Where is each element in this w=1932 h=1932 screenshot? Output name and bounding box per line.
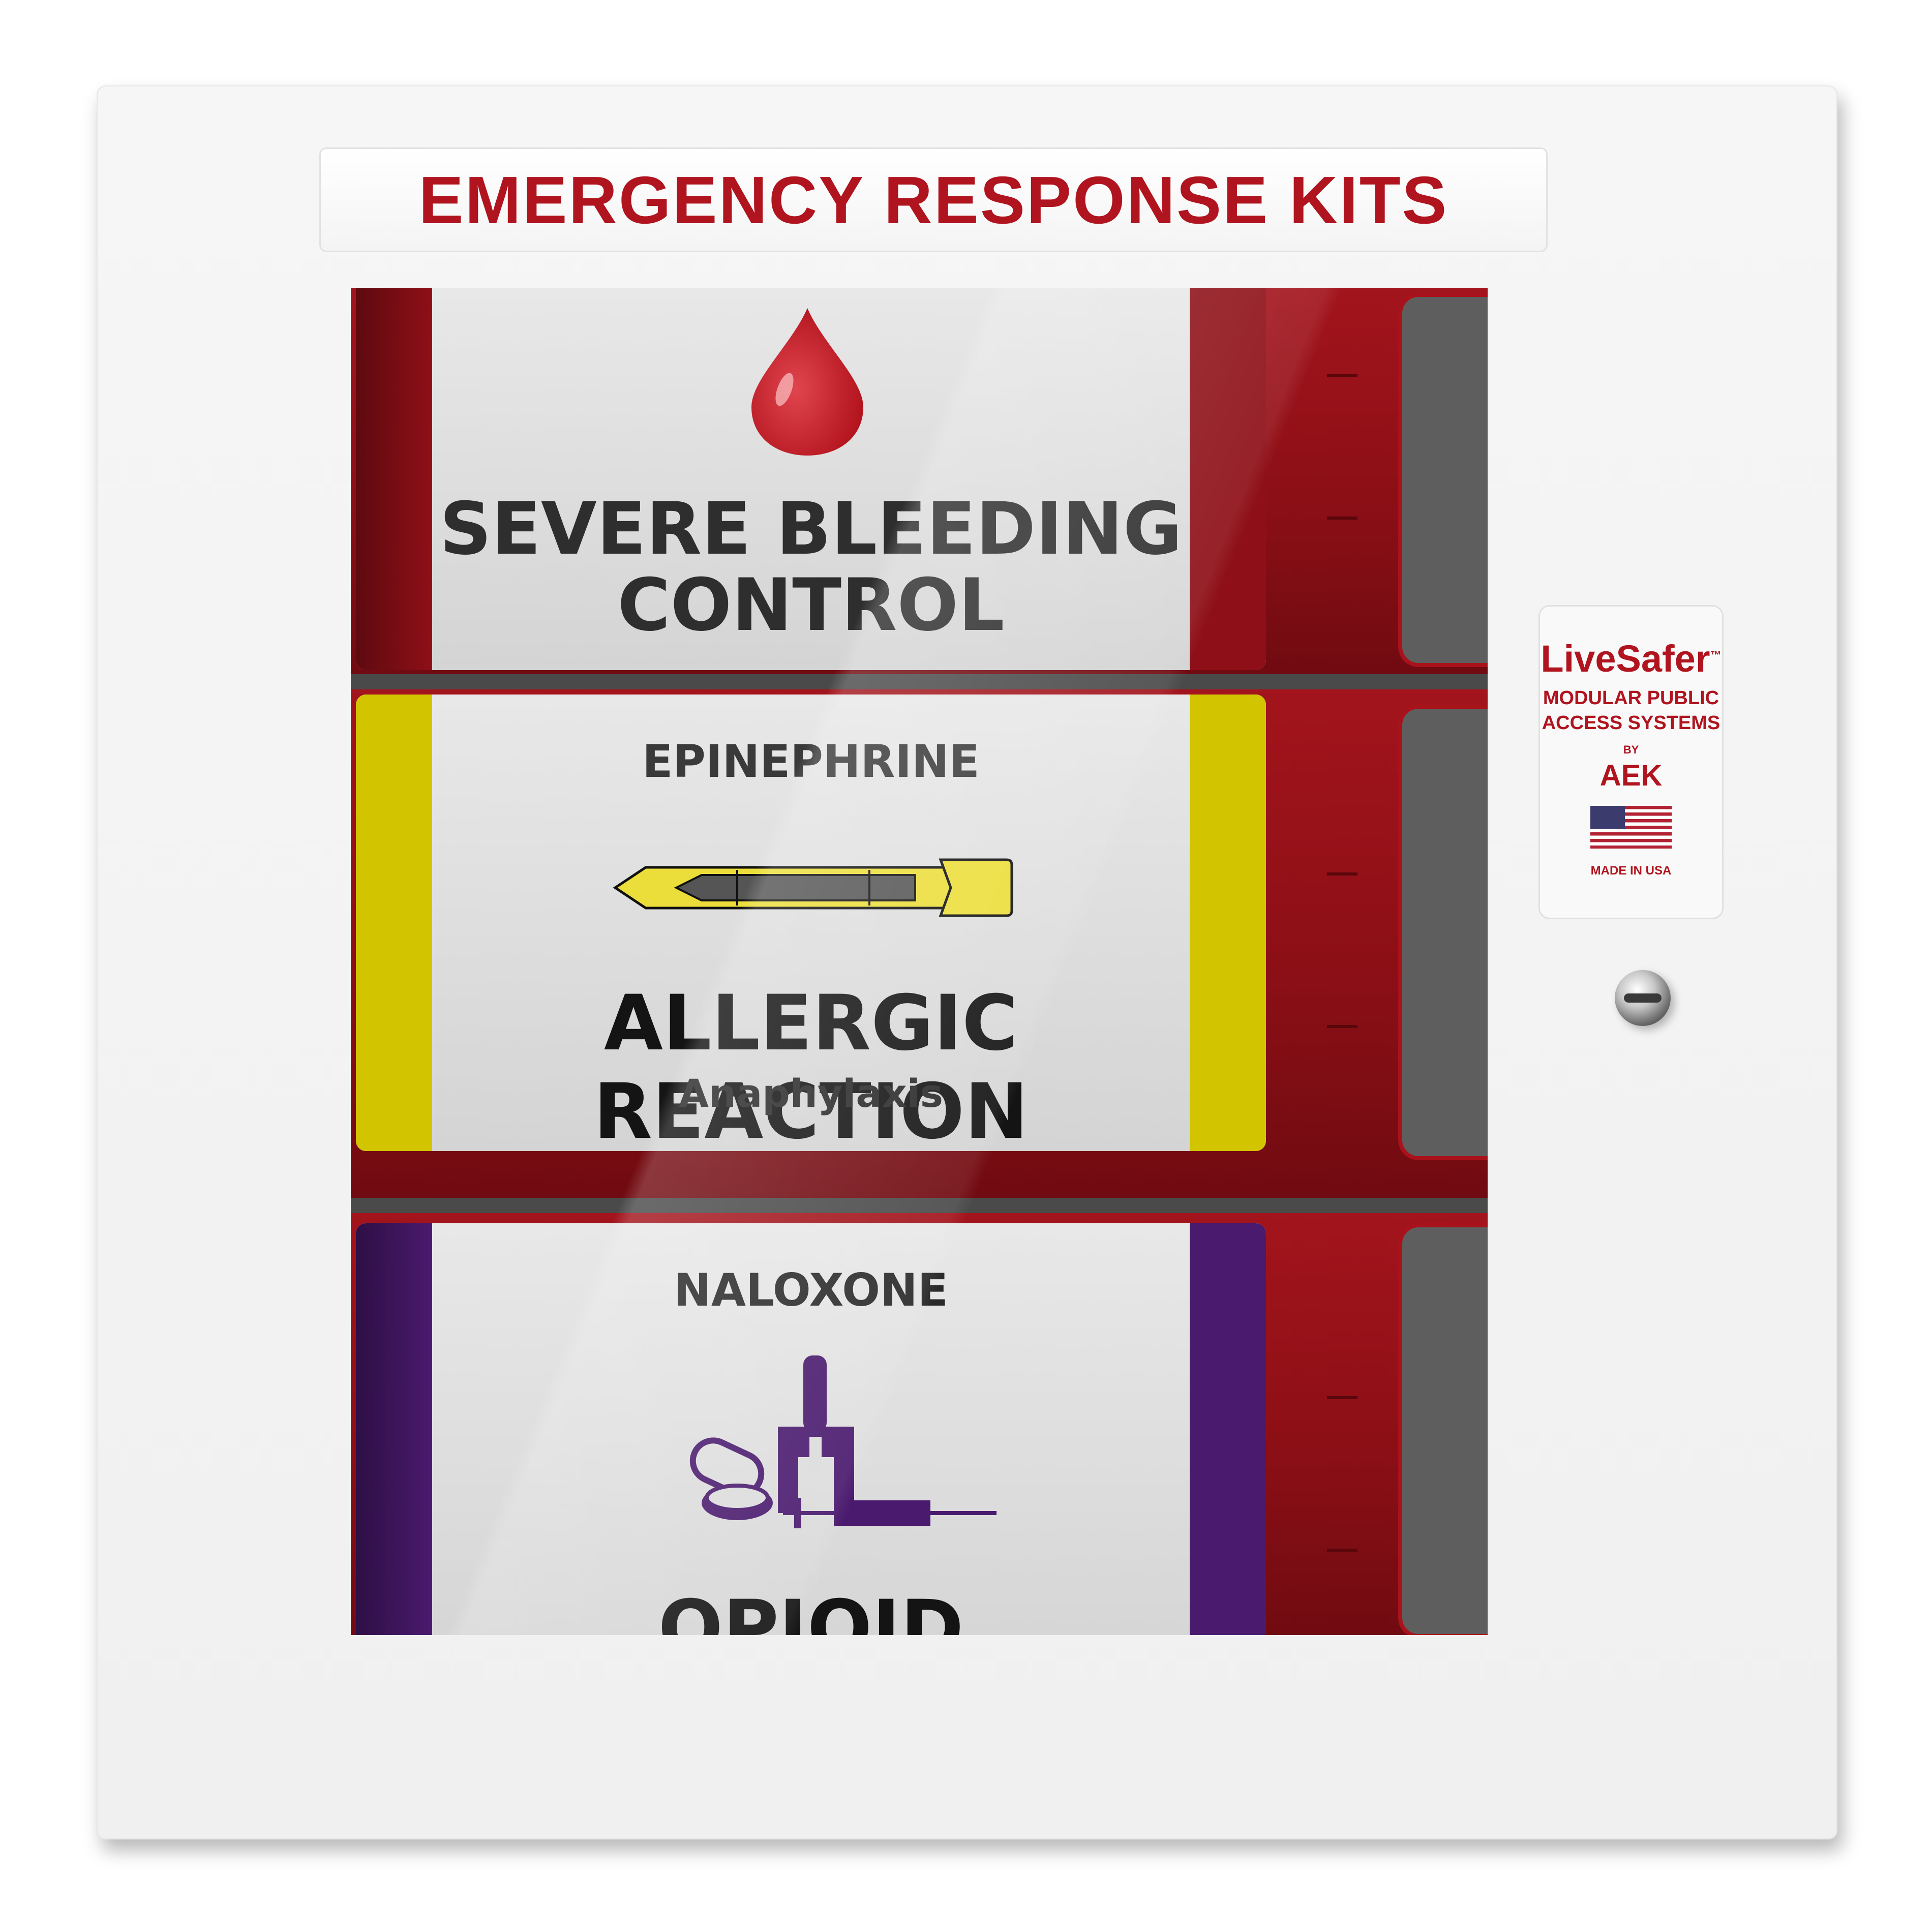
brand-name: LiveSafer xyxy=(1541,638,1710,680)
tray-notch xyxy=(1327,872,1357,876)
key-lock-icon[interactable] xyxy=(1615,970,1671,1026)
kit-title-line1: SEVERE BLEEDING xyxy=(439,487,1183,571)
kit-subtitle: Anaphylaxis xyxy=(679,1071,943,1116)
kit-label-bleeding: SEVERE BLEEDING CONTROL xyxy=(356,288,1266,670)
viewing-window: SEVERE BLEEDING CONTROL EPINEPHRINE xyxy=(351,288,1488,1635)
tray-handle-bleeding[interactable] xyxy=(1398,293,1488,667)
tray-notch xyxy=(1327,517,1357,520)
brand-line1: MODULAR PUBLIC xyxy=(1543,687,1719,709)
kit-tray-opioid[interactable]: NALOXONE OPIOID OVERDOSE xyxy=(351,1213,1488,1635)
kit-category: NALOXONE xyxy=(674,1264,948,1316)
kit-category: EPINEPHRINE xyxy=(642,735,980,788)
card-face: SEVERE BLEEDING CONTROL xyxy=(432,288,1190,670)
tray-notch xyxy=(1327,1396,1357,1399)
brand-origin: MADE IN USA xyxy=(1590,864,1672,878)
tray-notch xyxy=(1327,1549,1357,1552)
brand-maker: AEK xyxy=(1599,759,1663,792)
kit-title-line2: CONTROL xyxy=(617,563,1005,647)
naloxone-icon xyxy=(689,1355,997,1528)
tray-divider xyxy=(351,1198,1488,1213)
page-title: EMERGENCY RESPONSE KITS xyxy=(418,162,1448,237)
card-face: NALOXONE OPIOID OVERDOSE xyxy=(432,1223,1190,1635)
stripe-right xyxy=(1190,1223,1266,1635)
stripe-left xyxy=(356,288,432,670)
tray-handle-allergic[interactable] xyxy=(1398,705,1488,1160)
kit-label-allergic: EPINEPHRINE ALLERGIC REACTION Anaphylaxi… xyxy=(356,695,1266,1151)
stripe-right xyxy=(1190,695,1266,1151)
tray-handle-opioid[interactable] xyxy=(1398,1223,1488,1635)
us-flag-icon xyxy=(1590,806,1672,849)
brand-tm: ™ xyxy=(1710,648,1722,661)
kit-tray-allergic[interactable]: EPINEPHRINE ALLERGIC REACTION Anaphylaxi… xyxy=(351,689,1488,1198)
lock-slot xyxy=(1624,993,1662,1003)
stripe-left xyxy=(356,1223,432,1635)
tray-notch xyxy=(1327,374,1357,377)
brand-by: BY xyxy=(1623,743,1639,756)
kit-title-line1: ALLERGIC REACTION xyxy=(593,979,1029,1151)
kit-tray-bleeding[interactable]: SEVERE BLEEDING CONTROL xyxy=(351,288,1488,674)
epinephrine-pen-icon xyxy=(613,858,1013,917)
brand-line2: ACCESS SYSTEMS xyxy=(1542,712,1720,734)
stripe-right xyxy=(1190,288,1266,670)
tray-notch xyxy=(1327,1025,1357,1028)
blood-drop-icon xyxy=(751,308,863,456)
card-face: EPINEPHRINE ALLERGIC REACTION Anaphylaxi… xyxy=(432,695,1190,1151)
brand-plate: LiveSafer™ MODULAR PUBLIC ACCESS SYSTEMS… xyxy=(1538,605,1724,919)
kit-title-line1: OPIOID OVERDOSE xyxy=(658,1584,964,1635)
kit-label-opioid: NALOXONE OPIOID OVERDOSE xyxy=(356,1223,1266,1635)
tray-divider xyxy=(351,674,1488,689)
title-plate: EMERGENCY RESPONSE KITS xyxy=(319,147,1548,252)
stripe-left xyxy=(356,695,432,1151)
